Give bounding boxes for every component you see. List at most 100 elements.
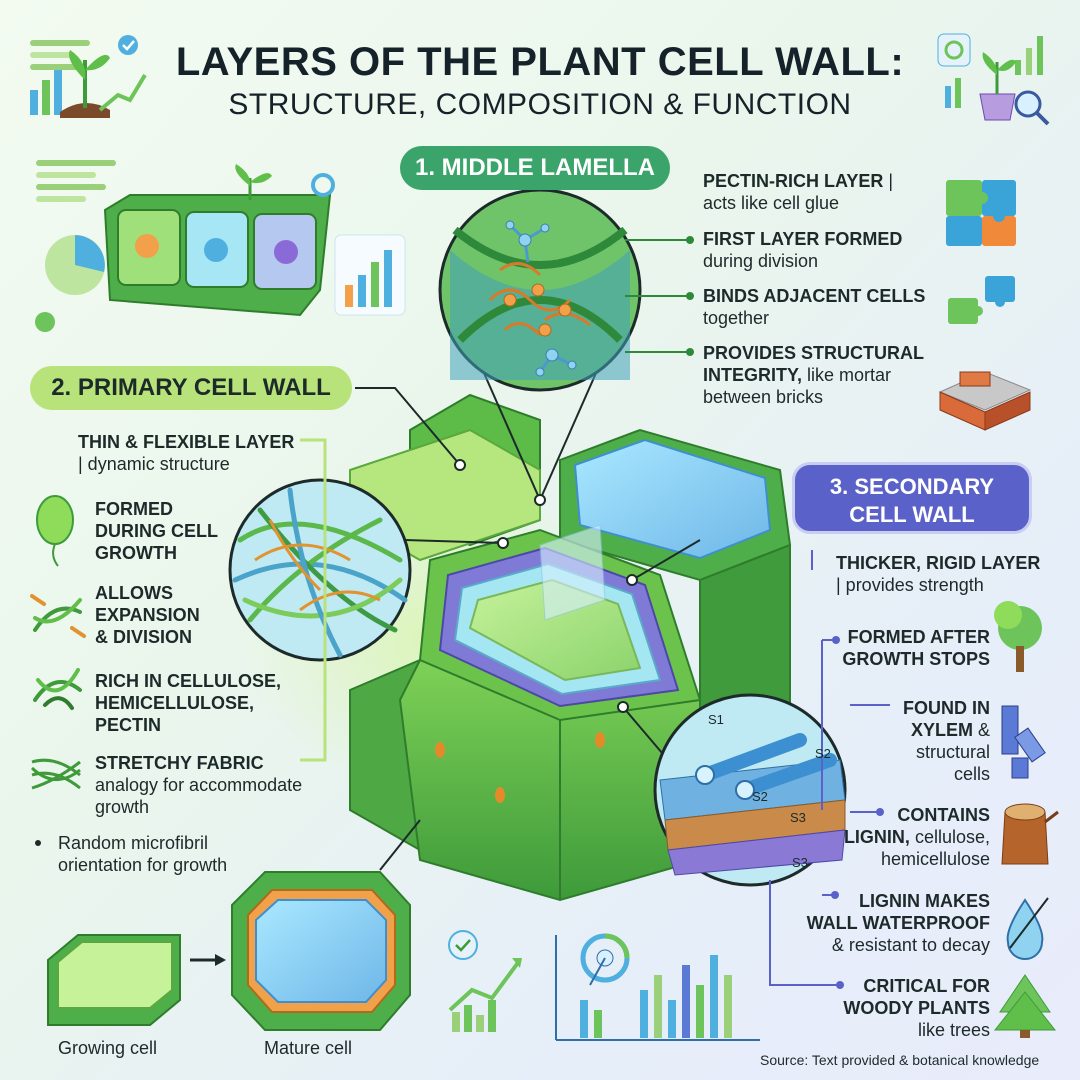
primary-point-1-bold: THIN & FLEXIBLE LAYER — [78, 432, 295, 452]
secondary-heading-line-2: CELL WALL — [849, 502, 975, 527]
secondary-point-5-bold-1: LIGNIN MAKES — [858, 891, 990, 911]
balloon-icon — [36, 495, 74, 567]
secondary-point-3-rest-1: structural — [915, 742, 990, 762]
fiber-strands-icon — [33, 668, 82, 710]
adjacent-cells-icon — [35, 160, 406, 332]
puzzle-pieces-icon — [948, 276, 1015, 324]
secondary-point-1-bold: THICKER, RIGID LAYER — [836, 553, 1041, 573]
primary-point-5-rest-2: growth — [95, 797, 150, 817]
sublayer-label-s2-b: S2 — [752, 789, 768, 804]
secondary-point-4-rest-1: hemicellulose — [880, 849, 990, 869]
primary-point-5-rest: analogy for accommodate — [95, 775, 303, 795]
lamella-point-4-bold-2: INTEGRITY, — [703, 365, 803, 385]
title-line-1: LAYERS OF THE PLANT CELL WALL: — [175, 40, 905, 84]
lamella-point-2-rest: during division — [703, 251, 819, 271]
primary-wall-zoom-circle — [228, 478, 412, 662]
secondary-point-6-bold-2: WOODY PLANTS — [843, 998, 990, 1018]
secondary-wall-zoom-circle — [653, 693, 847, 887]
lamella-point-1: PECTIN-RICH LAYER | acts like cell glue — [703, 170, 943, 214]
secondary-point-2: FORMED AFTER GROWTH STOPS — [830, 626, 990, 670]
primary-point-1-rest: | dynamic structure — [78, 454, 230, 474]
primary-point-5: STRETCHY FABRIC analogy for accommodate … — [95, 752, 335, 818]
lamella-point-1-bold: PECTIN-RICH LAYER — [703, 171, 884, 191]
sublayer-label-s3-b: S3 — [792, 855, 808, 870]
secondary-point-3-rest-2: cells — [953, 764, 990, 784]
secondary-point-4-bold-2: LIGNIN, — [843, 827, 910, 847]
growing-cell-icon — [47, 934, 181, 1026]
secondary-point-6-rest-1: like trees — [917, 1020, 990, 1040]
lamella-point-4-rest-2: between bricks — [703, 387, 824, 407]
sublayer-label-s2-a: S2 — [815, 746, 831, 761]
lamella-point-1-sep: | — [888, 171, 894, 191]
primary-point-4-line-1: RICH IN CELLULOSE, — [95, 671, 282, 691]
source-note: Source: Text provided & botanical knowle… — [760, 1052, 1040, 1068]
primary-point-4-line-3: PECTIN — [95, 715, 162, 735]
note-bullet — [35, 840, 41, 846]
mature-cell-icon — [231, 871, 411, 1031]
lamella-point-2-bold: FIRST LAYER FORMED — [703, 229, 903, 249]
lamella-point-3: BINDS ADJACENT CELLS together — [703, 285, 943, 329]
primary-point-4-line-2: HEMICELLULOSE, — [95, 693, 255, 713]
secondary-point-4: CONTAINS LIGNIN, cellulose, hemicellulos… — [840, 804, 990, 870]
secondary-point-4-inline: cellulose, — [914, 827, 990, 847]
secondary-point-4-bold-1: CONTAINS — [897, 805, 990, 825]
secondary-point-6: CRITICAL FOR WOODY PLANTS like trees — [830, 975, 990, 1041]
secondary-point-1: THICKER, RIGID LAYER | provides strength — [836, 552, 1056, 596]
secondary-bracket — [769, 550, 890, 986]
pine-tree-icon — [993, 974, 1057, 1038]
tree-icon — [994, 601, 1042, 672]
sublayer-label-s3-a: S3 — [790, 810, 806, 825]
lamella-point-1-rest: acts like cell glue — [703, 193, 840, 213]
lamella-point-3-rest: together — [703, 308, 770, 328]
secondary-heading-line-1: 3. SECONDARY — [829, 474, 995, 499]
primary-note-line-1: Random microfibril — [58, 833, 209, 853]
middle-lamella-zoom-circle — [438, 188, 642, 392]
primary-point-4: RICH IN CELLULOSE, HEMICELLULOSE, PECTIN — [95, 670, 295, 736]
secondary-wall-heading: 3. SECONDARY CELL WALL — [792, 462, 1032, 534]
primary-note-line-2: orientation for growth — [58, 855, 228, 875]
primary-point-3-line-1: ALLOWS — [95, 583, 173, 603]
secondary-point-3-bold-1: FOUND IN — [903, 698, 990, 718]
arrow-icon — [190, 954, 226, 966]
callout-dots — [454, 459, 638, 713]
primary-point-1: THIN & FLEXIBLE LAYER | dynamic structur… — [78, 431, 318, 475]
secondary-point-3-amp: & — [977, 720, 990, 740]
middle-lamella-heading: 1. MIDDLE LAMELLA — [400, 146, 670, 190]
primary-point-5-bold: STRETCHY FABRIC — [95, 753, 264, 773]
xylem-tubes-icon — [1001, 705, 1046, 779]
secondary-point-3-bold-2: XYLEM — [910, 720, 973, 740]
lamella-point-2: FIRST LAYER FORMED during division — [703, 228, 943, 272]
secondary-bracket-dots — [831, 636, 884, 989]
primary-note: Random microfibril orientation for growt… — [58, 832, 278, 876]
tree-stump-icon — [1001, 803, 1059, 865]
bricks-icon — [938, 371, 1032, 431]
lamella-point-4-bold: PROVIDES STRUCTURAL — [703, 343, 925, 363]
mesh-fabric-icon — [30, 758, 81, 790]
growing-cell-label: Growing cell — [58, 1038, 158, 1058]
lamella-bullets — [625, 236, 694, 356]
lamella-point-4-rest: like mortar — [807, 365, 892, 385]
primary-point-2-line-2: DURING CELL — [95, 521, 218, 541]
secondary-point-2-line-1: FORMED AFTER — [847, 627, 990, 647]
secondary-point-1-rest: | provides strength — [836, 575, 984, 595]
lab-analysis-icon — [937, 33, 1050, 126]
puzzle-icon — [946, 180, 1016, 246]
primary-point-2: FORMED DURING CELL GROWTH — [95, 498, 245, 564]
primary-bracket — [300, 438, 327, 762]
secondary-point-5: LIGNIN MAKES WALL WATERPROOF & resistant… — [800, 890, 990, 956]
lamella-point-3-bold: BINDS ADJACENT CELLS — [703, 286, 926, 306]
primary-point-3-line-2: EXPANSION — [95, 605, 200, 625]
secondary-point-5-rest-1: & resistant to decay — [831, 935, 990, 955]
primary-point-3: ALLOWS EXPANSION & DIVISION — [95, 582, 245, 648]
secondary-point-6-bold-1: CRITICAL FOR — [863, 976, 990, 996]
lamella-point-4: PROVIDES STRUCTURAL INTEGRITY, like mort… — [703, 342, 943, 408]
secondary-point-3: FOUND IN XYLEM & structural cells — [880, 697, 990, 785]
stretch-fibers-icon — [30, 594, 86, 638]
analytics-decor-icon — [448, 930, 760, 1041]
title-line-2: STRUCTURE, COMPOSITION & FUNCTION — [228, 88, 852, 121]
primary-point-2-line-1: FORMED — [95, 499, 173, 519]
primary-point-3-line-3: & DIVISION — [95, 627, 193, 647]
mature-cell-label: Mature cell — [264, 1038, 353, 1058]
primary-wall-heading: 2. PRIMARY CELL WALL — [30, 366, 352, 410]
